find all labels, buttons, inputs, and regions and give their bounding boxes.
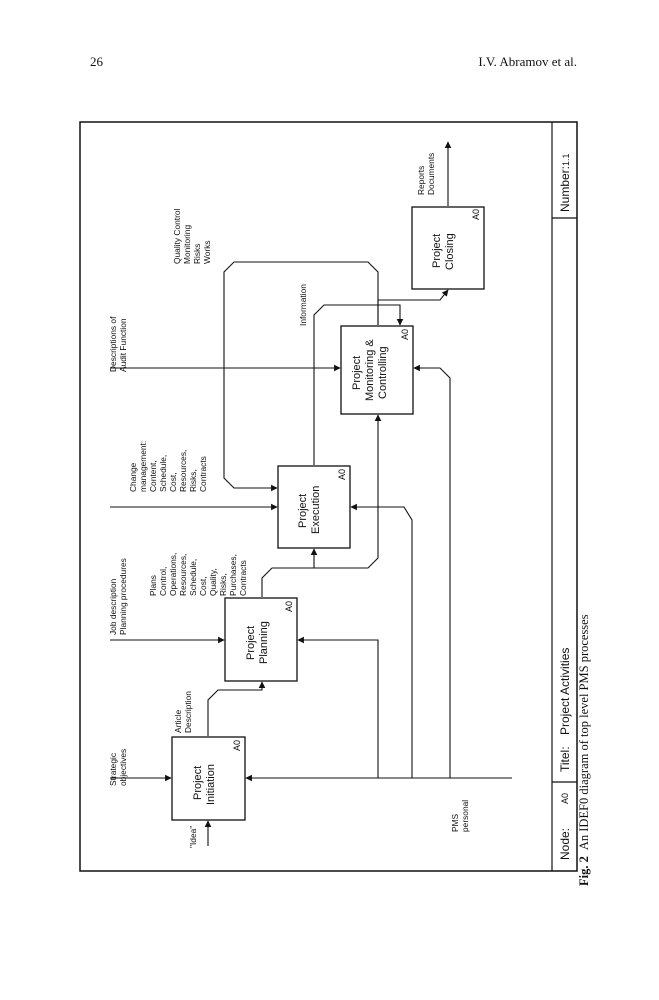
figure-caption-text: An IDEF0 diagram of top level PMS proces… <box>577 614 591 851</box>
svg-text:Control,: Control, <box>158 567 168 596</box>
svg-text:Operations,: Operations, <box>168 553 178 596</box>
svg-text:Purchases,: Purchases, <box>228 554 238 596</box>
svg-text:Job description: Job description <box>108 578 118 635</box>
svg-text:Resources,: Resources, <box>178 450 188 492</box>
svg-text:Monitoring: Monitoring <box>182 225 192 264</box>
svg-text:Resources,: Resources, <box>178 554 188 596</box>
svg-text:management:: management: <box>138 441 148 492</box>
footer-node-label: Node: <box>558 828 572 860</box>
svg-text:Planning: Planning <box>258 621 270 664</box>
svg-text:Risks,: Risks, <box>218 573 228 596</box>
svg-text:Contracts: Contracts <box>198 456 208 492</box>
footer-node-value: A0 <box>560 793 570 804</box>
svg-text:Controlling: Controlling <box>377 346 389 399</box>
svg-text:Plans: Plans <box>148 575 158 596</box>
svg-text:Project: Project <box>351 356 363 390</box>
label-audit-function: Descriptions of Audit Function <box>108 316 128 372</box>
svg-text:"Idea": "Idea" <box>188 826 198 848</box>
running-head-authors: I.V. Abramov et al. <box>478 54 577 69</box>
label-quality-control: Quality Control Monitoring Risks Works <box>172 208 212 264</box>
arrow-quality-control <box>223 261 379 492</box>
svg-text:A0: A0 <box>471 209 481 220</box>
footer-title-label: Titel: <box>558 746 572 772</box>
svg-text:A0: A0 <box>400 329 410 340</box>
arrow-plans <box>261 548 318 597</box>
svg-text:Risks: Risks <box>192 244 202 264</box>
svg-text:Descriptions of: Descriptions of <box>108 316 118 372</box>
box-project-closing: Project Closing A0 <box>411 206 485 290</box>
label-idea: "Idea" <box>188 826 198 848</box>
svg-text:objectives: objectives <box>118 749 128 786</box>
svg-text:Schedule,: Schedule, <box>158 455 168 492</box>
label-information: Information <box>298 284 308 326</box>
svg-text:Audit Function: Audit Function <box>118 318 128 372</box>
svg-text:Closing: Closing <box>444 233 456 270</box>
diagram-frame <box>79 121 578 872</box>
svg-text:Planning procedures: Planning procedures <box>118 558 128 635</box>
box-project-monitoring-controlling: Project Monitoring & Controlling A0 <box>340 325 414 415</box>
footer-number-label: Number: <box>558 166 572 212</box>
label-article-description: Article Description <box>173 691 193 733</box>
box-project-planning: Project Planning A0 <box>224 597 298 682</box>
svg-text:A0: A0 <box>337 469 347 480</box>
figure-label: Fig. 2 <box>577 856 591 886</box>
svg-text:Cost,: Cost, <box>168 472 178 492</box>
footer-number: Number: 1.1 <box>558 153 572 212</box>
svg-text:Project: Project <box>297 494 309 528</box>
footer-title-value: Project Activities <box>558 648 572 735</box>
svg-text:PMS: PMS <box>450 813 460 832</box>
svg-text:Works: Works <box>202 240 212 264</box>
label-job-description: Job description Planning procedures <box>108 558 128 635</box>
svg-text:Project: Project <box>431 234 443 268</box>
svg-text:Monitoring &: Monitoring & <box>364 339 376 401</box>
svg-text:Content,: Content, <box>148 460 158 492</box>
svg-text:Contracts: Contracts <box>238 560 248 596</box>
label-change-management: Change management: Content, Schedule, Co… <box>128 441 208 492</box>
footer-title: Titel: Project Activities <box>558 648 572 772</box>
svg-text:Cost,: Cost, <box>198 576 208 596</box>
svg-text:Quality,: Quality, <box>208 568 218 596</box>
svg-text:Information: Information <box>298 284 308 326</box>
box-project-execution: Project Execution A0 <box>277 465 351 549</box>
svg-text:Reports: Reports <box>416 166 426 195</box>
page-number: 26 <box>90 54 103 69</box>
arrow-article-description <box>207 681 266 736</box>
svg-text:Description: Description <box>183 691 193 733</box>
svg-text:Quality Control: Quality Control <box>172 208 182 264</box>
svg-text:Change: Change <box>128 462 138 492</box>
label-strategic-objectives: Strategic objectives <box>108 749 128 786</box>
svg-text:personal: personal <box>460 800 470 832</box>
svg-text:Execution: Execution <box>310 486 322 534</box>
label-plans: Plans Control, Operations, Resources, Sc… <box>148 553 248 596</box>
arrow-information <box>313 304 404 465</box>
svg-text:Initiation: Initiation <box>205 764 217 805</box>
footer-node: Node: A0 <box>558 793 572 860</box>
box-project-initiation: Project Initiation A0 <box>171 736 246 821</box>
svg-text:A0: A0 <box>284 601 294 612</box>
svg-text:Project: Project <box>245 626 257 660</box>
label-reports-documents: Reports Documents <box>416 153 436 195</box>
svg-text:A0: A0 <box>232 740 242 751</box>
svg-text:Risks,: Risks, <box>188 469 198 492</box>
svg-text:Documents: Documents <box>426 153 436 195</box>
svg-text:Strategic: Strategic <box>108 753 118 786</box>
footer-number-value: 1.1 <box>561 153 571 166</box>
svg-text:Project: Project <box>192 766 204 800</box>
figure-caption: Fig. 2 An IDEF0 diagram of top level PMS … <box>577 614 592 886</box>
label-pms-personal: PMS personal <box>450 800 470 832</box>
svg-text:Schedule,: Schedule, <box>188 559 198 596</box>
svg-text:Article: Article <box>173 709 183 733</box>
